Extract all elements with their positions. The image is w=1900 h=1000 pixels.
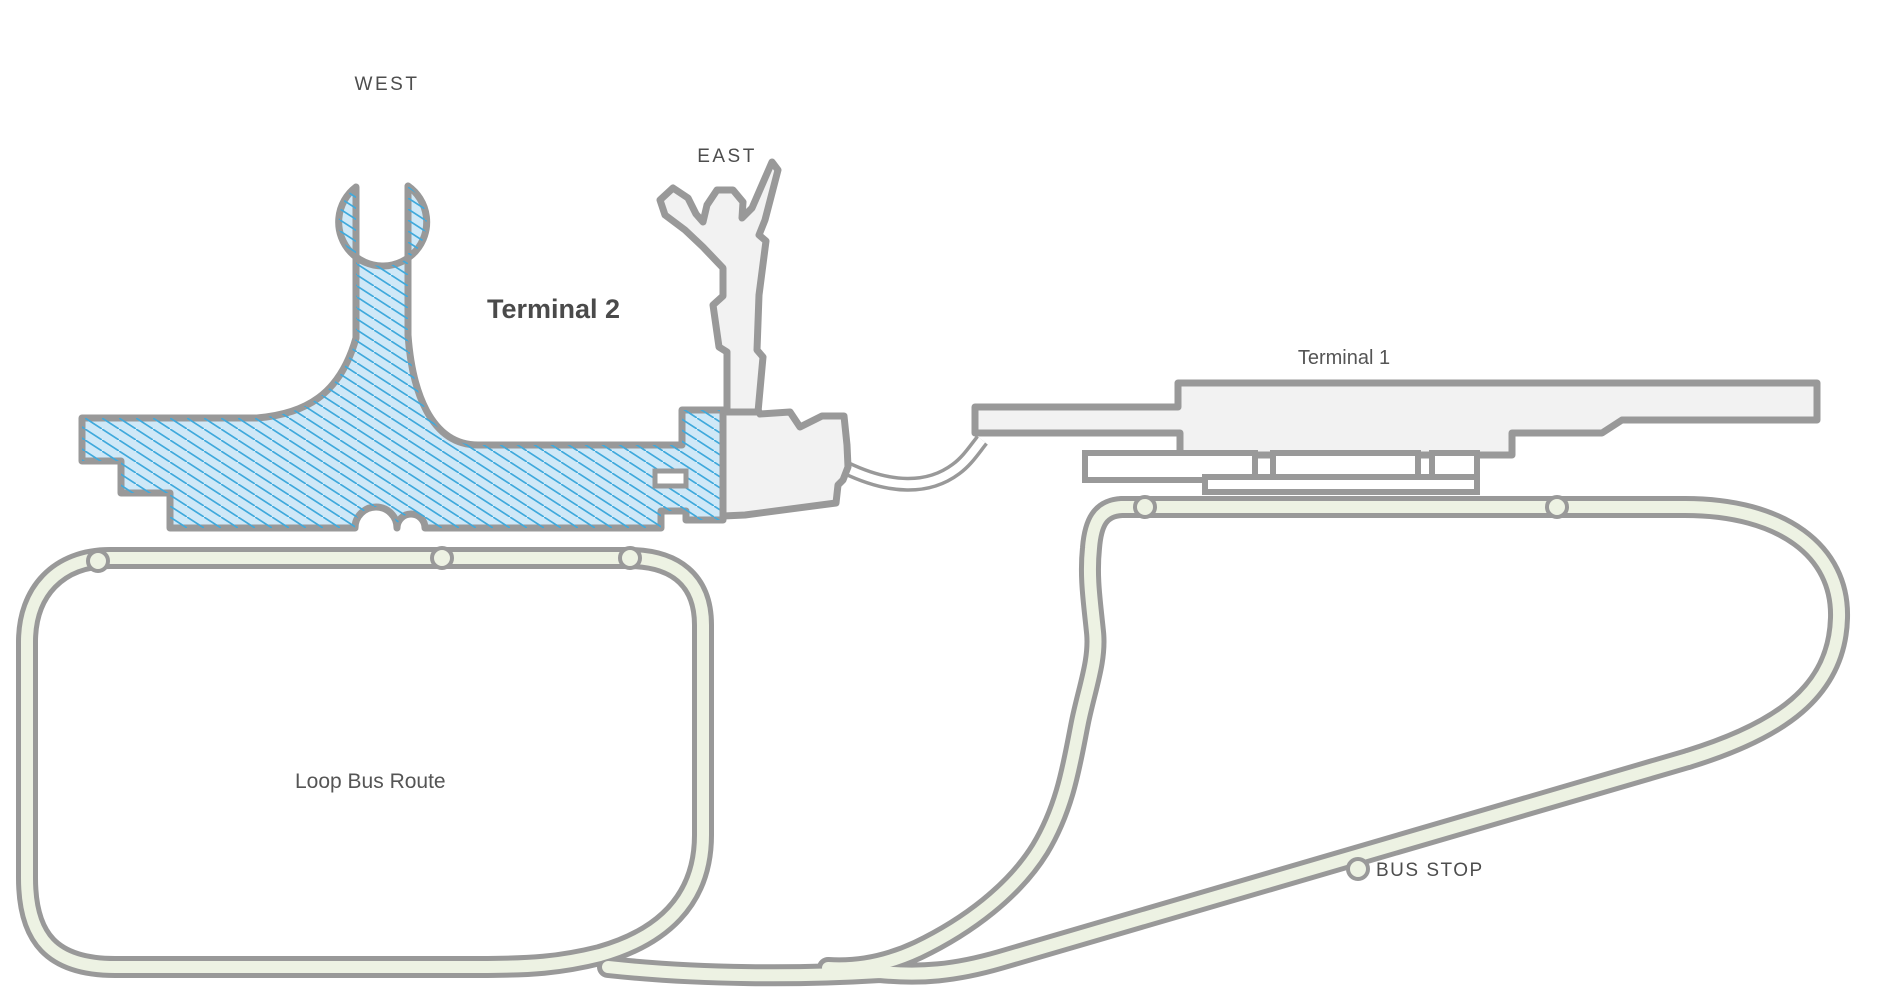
east-concourse [656, 158, 782, 416]
terminal1-outline [971, 379, 1821, 459]
bus-route-left-loop [16, 547, 714, 978]
central-building [719, 404, 852, 520]
bus-stop-legend-label: BUS STOP [1376, 860, 1484, 881]
bus-route-diagonal-fill [602, 753, 1694, 982]
terminal1-platform-strip [1202, 474, 1480, 495]
terminal2-label: Terminal 2 [487, 294, 620, 324]
bus-route-left-loop-fill [21, 552, 709, 973]
bus-stop-legend: BUS STOP [1346, 857, 1484, 881]
bus-route-diagonal [597, 748, 1699, 987]
bus-route-right-left-edge-fill [822, 501, 1128, 975]
east-concourse-label: EAST [697, 146, 757, 167]
route-stop-marker [86, 549, 110, 573]
bus-stop-legend-icon [1346, 857, 1370, 881]
terminal1-building [971, 379, 1821, 495]
terminal2-hatch-fill [82, 186, 723, 528]
terminal-connector-walkway [842, 435, 988, 492]
route-stop-marker [430, 546, 454, 570]
route-stop-marker [618, 546, 642, 570]
loop-bus-route-label: Loop Bus Route [295, 770, 446, 793]
west-pier-label: WEST [355, 74, 420, 95]
loop-bus-route [16, 495, 1851, 987]
route-stop-marker [1133, 495, 1157, 519]
bus-route-right-top [1111, 496, 1851, 770]
terminal2-building [78, 182, 727, 532]
terminal2-gap-slot [652, 468, 689, 489]
bus-route-right-top-fill [1116, 501, 1846, 765]
terminal1-label: Terminal 1 [1298, 347, 1390, 369]
route-stop-marker [1545, 495, 1569, 519]
